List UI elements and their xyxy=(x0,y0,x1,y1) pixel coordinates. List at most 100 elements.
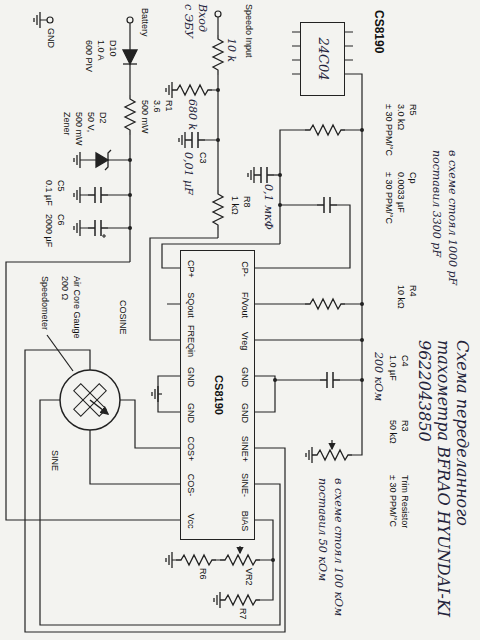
ground-symbol xyxy=(166,82,172,98)
part-label: 2000 µF xyxy=(44,214,54,247)
ground-symbol xyxy=(74,220,80,236)
sheet-title: Схема переделанного тахометра BFRAO HYUN… xyxy=(415,340,472,625)
wire xyxy=(158,393,162,394)
junction-dot xyxy=(271,558,275,562)
gauge-outline xyxy=(60,370,120,430)
ground-symbol xyxy=(74,152,80,168)
capacitor-symbol xyxy=(88,187,108,203)
ground-symbol xyxy=(214,592,220,608)
handwritten-note: в схеме стоял 100 кОм xyxy=(331,478,344,616)
junction-dot xyxy=(128,88,364,562)
wire xyxy=(90,400,167,484)
part-label: R4 xyxy=(408,285,418,297)
handwritten-note: 0,1 мкФ xyxy=(261,184,274,230)
resistor-symbol xyxy=(220,595,260,605)
part-label: D10 xyxy=(108,40,118,57)
handwritten-note: Вход xyxy=(195,4,208,32)
chip-name: CS8190 xyxy=(213,251,225,539)
part-label: Speedometer xyxy=(40,276,50,330)
pin-name: GND xyxy=(240,367,250,387)
junction-dot xyxy=(360,338,364,342)
pin-name: F/Vout xyxy=(240,292,250,318)
terminal xyxy=(47,17,53,23)
junction-dot xyxy=(360,302,364,306)
wire xyxy=(268,205,350,268)
part-label: R5 xyxy=(408,104,418,116)
part-label: C6 xyxy=(56,214,66,226)
ground-symbol xyxy=(166,552,172,568)
part-label: Trim Resistor xyxy=(400,475,410,528)
wire xyxy=(40,20,130,262)
junction-dot xyxy=(273,378,277,382)
ground-symbol xyxy=(306,447,312,463)
air-core-gauge xyxy=(60,370,120,430)
wire xyxy=(268,304,362,340)
terminal xyxy=(47,11,221,23)
junction-dot xyxy=(128,226,132,230)
part-label: R3 xyxy=(400,420,410,432)
pin-name: SQout xyxy=(186,292,196,318)
resistor-symbol xyxy=(312,450,352,460)
part-label: R1 xyxy=(164,100,174,112)
part-label: GND xyxy=(46,28,56,48)
handwritten-note: с ЭБУ xyxy=(181,4,194,38)
semiconductor xyxy=(96,50,137,170)
handwritten-note: 0,01 µF xyxy=(181,152,194,195)
terminal xyxy=(127,17,133,23)
diode-symbol xyxy=(123,50,137,64)
ground-symbol xyxy=(34,12,312,608)
part-label: 200 Ω xyxy=(60,276,70,300)
part-label: 3.0 kΩ xyxy=(396,104,406,130)
part-label: R7 xyxy=(238,608,248,620)
ground-symbol xyxy=(179,132,185,148)
part-label: ± 30 PPM/°C xyxy=(388,475,398,527)
resistor-symbol xyxy=(172,85,212,95)
part-label: SINE xyxy=(50,450,60,471)
ground-symbol xyxy=(74,187,80,203)
junction-dot xyxy=(216,88,220,92)
junction-dot xyxy=(360,128,364,132)
part-label: 1.0 A xyxy=(96,40,106,61)
resistor-symbol xyxy=(125,35,352,605)
pin-name: GND xyxy=(186,403,196,423)
part-label: C5 xyxy=(56,180,66,192)
pin-name: FREQin xyxy=(186,325,196,357)
part-label: 50 V, xyxy=(86,112,96,132)
wire xyxy=(205,17,218,238)
pin-name: COS+ xyxy=(186,437,196,462)
junction-dot xyxy=(360,378,364,382)
pin-name: CP+ xyxy=(186,260,196,278)
junction-dot xyxy=(128,193,132,197)
part-label: 0.1 µF xyxy=(44,180,54,206)
gauge-pointer xyxy=(90,400,108,414)
capacitor-symbol xyxy=(317,197,337,213)
resistor-symbol xyxy=(220,555,260,565)
part-label: 10 kΩ xyxy=(396,285,406,309)
resistor-symbol xyxy=(176,555,216,565)
capacitor-symbol xyxy=(320,372,340,388)
ground-symbol xyxy=(248,167,254,183)
polarity-mark xyxy=(102,234,106,238)
resistor-symbol xyxy=(213,190,223,230)
handwritten-note: 10 k xyxy=(224,38,237,62)
part-label: ± 30 PPM/°C xyxy=(384,172,394,224)
resistor-symbol xyxy=(213,35,223,75)
wire xyxy=(6,262,167,520)
part-label: COSINE xyxy=(118,300,128,335)
part-label: ± 30 PPM/°C xyxy=(384,104,394,156)
part-label: Speedo Input xyxy=(244,4,254,58)
pin-name: Vcc xyxy=(186,513,196,528)
ground-symbol xyxy=(34,12,40,28)
chip-name: 24C04 xyxy=(316,23,344,95)
ic-chip: CS8190CP+SQoutFREQinGNDGNDCOS+COS-VccBIA… xyxy=(180,250,255,540)
terminal xyxy=(215,11,221,17)
resistor-symbol xyxy=(305,299,345,309)
zener-symbol xyxy=(105,150,111,170)
trim-wiper xyxy=(331,440,332,449)
wire xyxy=(268,376,362,412)
part-label: 1 kΩ xyxy=(230,196,240,215)
handwritten-note: поставил 50 кОм xyxy=(315,478,328,581)
resistor-symbol xyxy=(305,125,345,135)
junction-dot xyxy=(128,158,132,162)
